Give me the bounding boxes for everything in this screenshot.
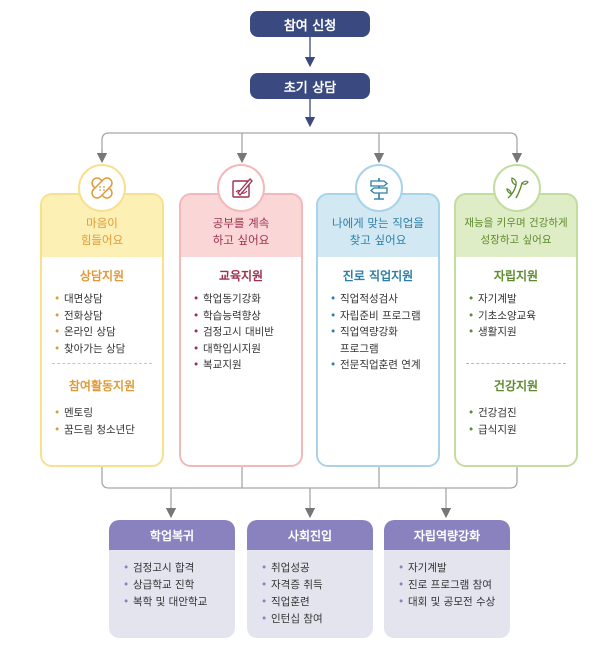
sprout-icon <box>493 164 541 212</box>
list-item: 복교지원 <box>193 357 297 374</box>
section-title: 상담지원 <box>79 269 125 283</box>
list-item: 온라인 상담 <box>54 324 158 341</box>
list-item: 꿈드림 청소년단 <box>54 422 158 439</box>
divider <box>466 363 566 364</box>
column-heading: 마음이 힘들어요 <box>80 216 124 247</box>
column-career: 나에게 맞는 직업을 찾고 싶어요 진로 직업지원 직업적성검사 자립준비 프로… <box>316 193 440 467</box>
section-title: 진로 직업지원 <box>342 269 414 283</box>
step-apply: 참여 신청 <box>250 11 370 37</box>
outcome-title: 자립역량강화 <box>384 520 510 550</box>
list-item: 자기계발 <box>398 560 506 577</box>
section-list: 직업적성검사 자립준비 프로그램 직업역량강화 프로그램 전문직업훈련 연계 <box>330 291 434 374</box>
list-item: 복학 및 대안학교 <box>123 594 231 611</box>
list-item: 자립준비 프로그램 <box>330 308 434 325</box>
list-item: 직업역량강화 프로그램 <box>330 324 434 357</box>
list-item: 찾아가는 상담 <box>54 341 158 358</box>
section-title: 참여활동지원 <box>68 379 136 393</box>
outcome-title: 학업복귀 <box>109 520 235 550</box>
section-title: 자립지원 <box>493 269 539 283</box>
list-item: 급식지원 <box>468 422 572 439</box>
column-body: 상담지원 대면상담 전화상담 온라인 상담 찾아가는 상담 참여활동지원 멘토링… <box>42 257 162 465</box>
list-item: 생활지원 <box>468 324 572 341</box>
outcome-list: 자기계발 진로 프로그램 참여 대회 및 공모전 수상 <box>398 560 506 611</box>
section-title: 교육지원 <box>218 269 264 283</box>
list-item: 학업동기강화 <box>193 291 297 308</box>
list-item: 검정고시 합격 <box>123 560 231 577</box>
list-item: 자기계발 <box>468 291 572 308</box>
list-item: 멘토링 <box>54 405 158 422</box>
outcome-academic-return: 학업복귀 검정고시 합격 상급학교 진학 복학 및 대안학교 <box>109 520 235 638</box>
list-item: 취업성공 <box>261 560 369 577</box>
branch-line-top <box>101 132 518 160</box>
step-initial-consult: 초기 상담 <box>250 73 370 99</box>
list-item: 전화상담 <box>54 308 158 325</box>
column-body: 자립지원 자기계발 기초소양교육 생활지원 건강지원 건강검진 급식지원 <box>456 257 576 465</box>
outcome-list: 검정고시 합격 상급학교 진학 복학 및 대안학교 <box>123 560 231 611</box>
section-list: 학업동기강화 학습능력향상 검정고시 대비반 대학입시지원 복교지원 <box>193 291 297 374</box>
list-item: 대회 및 공모전 수상 <box>398 594 506 611</box>
section-list: 대면상담 전화상담 온라인 상담 찾아가는 상담 <box>54 291 158 357</box>
divider <box>52 363 152 364</box>
column-body: 진로 직업지원 직업적성검사 자립준비 프로그램 직업역량강화 프로그램 전문직… <box>318 257 438 465</box>
list-item: 학습능력향상 <box>193 308 297 325</box>
outcome-title: 사회진입 <box>247 520 373 550</box>
column-mental: 마음이 힘들어요 상담지원 대면상담 전화상담 온라인 상담 찾아가는 상담 참… <box>40 193 164 467</box>
list-item: 검정고시 대비반 <box>193 324 297 341</box>
list-item: 직업적성검사 <box>330 291 434 308</box>
list-item: 기초소양교육 <box>468 308 572 325</box>
list-item: 직업훈련 <box>261 594 369 611</box>
outcome-social-entry: 사회진입 취업성공 자격증 취득 직업훈련 인턴십 참여 <box>247 520 373 638</box>
signpost-icon <box>355 164 403 212</box>
outcome-list: 취업성공 자격증 취득 직업훈련 인턴십 참여 <box>261 560 369 628</box>
list-item: 자격증 취득 <box>261 577 369 594</box>
column-heading: 공부를 계속 하고 싶어요 <box>212 216 270 247</box>
column-heading: 나에게 맞는 직업을 찾고 싶어요 <box>332 216 424 247</box>
list-item: 전문직업훈련 연계 <box>330 357 434 374</box>
column-study: 공부를 계속 하고 싶어요 교육지원 학업동기강화 학습능력향상 검정고시 대비… <box>179 193 303 467</box>
outcome-self-reliance: 자립역량강화 자기계발 진로 프로그램 참여 대회 및 공모전 수상 <box>384 520 510 638</box>
section-list: 자기계발 기초소양교육 생활지원 <box>468 291 572 341</box>
list-item: 인턴십 참여 <box>261 611 369 628</box>
list-item: 진로 프로그램 참여 <box>398 577 506 594</box>
section-list: 건강검진 급식지원 <box>468 405 572 438</box>
bandage-icon <box>78 164 126 212</box>
list-item: 대면상담 <box>54 291 158 308</box>
section-title: 건강지원 <box>493 379 539 393</box>
list-item: 건강검진 <box>468 405 572 422</box>
list-item: 상급학교 진학 <box>123 577 231 594</box>
column-growth: 재능을 키우며 건강하게 성장하고 싶어요 자립지원 자기계발 기초소양교육 생… <box>454 193 578 467</box>
merge-line-bottom <box>101 467 518 489</box>
pen-paper-icon <box>217 164 265 212</box>
list-item: 대학입시지원 <box>193 341 297 358</box>
column-body: 교육지원 학업동기강화 학습능력향상 검정고시 대비반 대학입시지원 복교지원 <box>181 257 301 465</box>
column-heading: 재능을 키우며 건강하게 성장하고 싶어요 <box>464 217 568 246</box>
section-list: 멘토링 꿈드림 청소년단 <box>54 405 158 438</box>
